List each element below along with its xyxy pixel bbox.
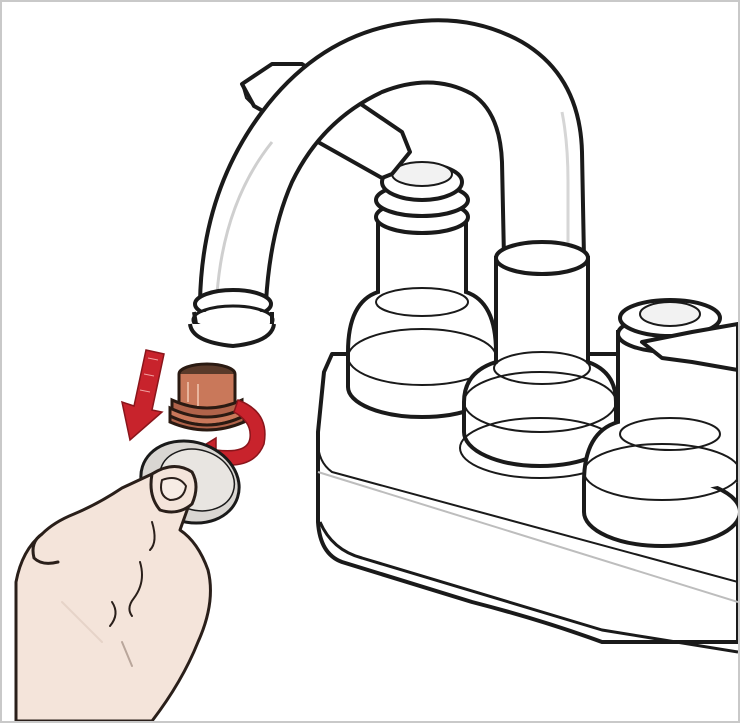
center-column bbox=[459, 240, 621, 479]
aerator bbox=[168, 362, 246, 432]
right-valve bbox=[582, 298, 738, 548]
hand bbox=[14, 465, 212, 721]
down-arrow-icon bbox=[120, 349, 165, 442]
faucet-spout bbox=[188, 18, 586, 348]
right-handle bbox=[640, 322, 738, 372]
left-valve bbox=[346, 161, 498, 419]
